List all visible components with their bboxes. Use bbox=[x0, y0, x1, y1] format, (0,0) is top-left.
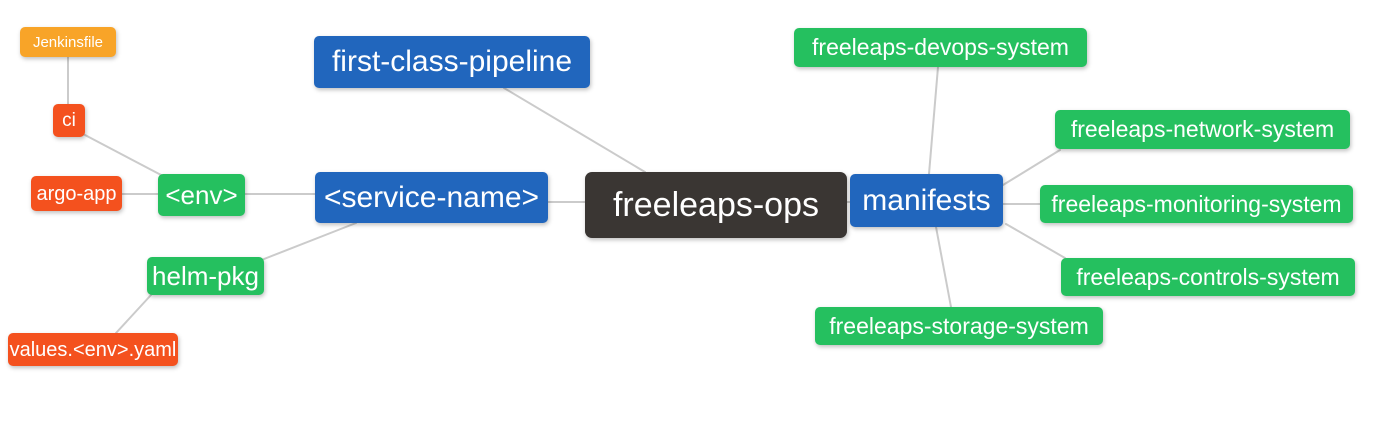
node-ci[interactable]: ci bbox=[53, 104, 85, 137]
node-freeleaps-controls-system[interactable]: freeleaps-controls-system bbox=[1061, 258, 1355, 296]
node-manifests[interactable]: manifests bbox=[850, 174, 1003, 227]
node-jenkinsfile[interactable]: Jenkinsfile bbox=[20, 27, 116, 57]
node-freeleaps-storage-system[interactable]: freeleaps-storage-system bbox=[815, 307, 1103, 345]
edge-pipeline-root bbox=[503, 87, 646, 173]
edge-manifests-network bbox=[1002, 149, 1061, 186]
node-first-class-pipeline[interactable]: first-class-pipeline bbox=[314, 36, 590, 88]
edge-values-helm-pkg bbox=[115, 294, 152, 334]
node-freeleaps-devops-system[interactable]: freeleaps-devops-system bbox=[794, 28, 1087, 67]
node-freeleaps-ops-root[interactable]: freeleaps-ops bbox=[585, 172, 847, 238]
node-argo-app[interactable]: argo-app bbox=[31, 176, 122, 211]
edge-manifests-devops bbox=[928, 66, 939, 175]
edge-manifests-controls bbox=[1005, 223, 1066, 259]
edge-manifests-storage bbox=[935, 226, 952, 308]
node-env[interactable]: <env> bbox=[158, 174, 245, 216]
edge-helm-pkg-service-name bbox=[263, 222, 357, 260]
node-values-env-yaml[interactable]: values.<env>.yaml bbox=[8, 333, 178, 366]
node-helm-pkg[interactable]: helm-pkg bbox=[147, 257, 264, 295]
node-freeleaps-network-system[interactable]: freeleaps-network-system bbox=[1055, 110, 1350, 149]
node-freeleaps-monitoring-system[interactable]: freeleaps-monitoring-system bbox=[1040, 185, 1353, 223]
node-service-name[interactable]: <service-name> bbox=[315, 172, 548, 223]
edge-ci-env bbox=[84, 134, 164, 177]
